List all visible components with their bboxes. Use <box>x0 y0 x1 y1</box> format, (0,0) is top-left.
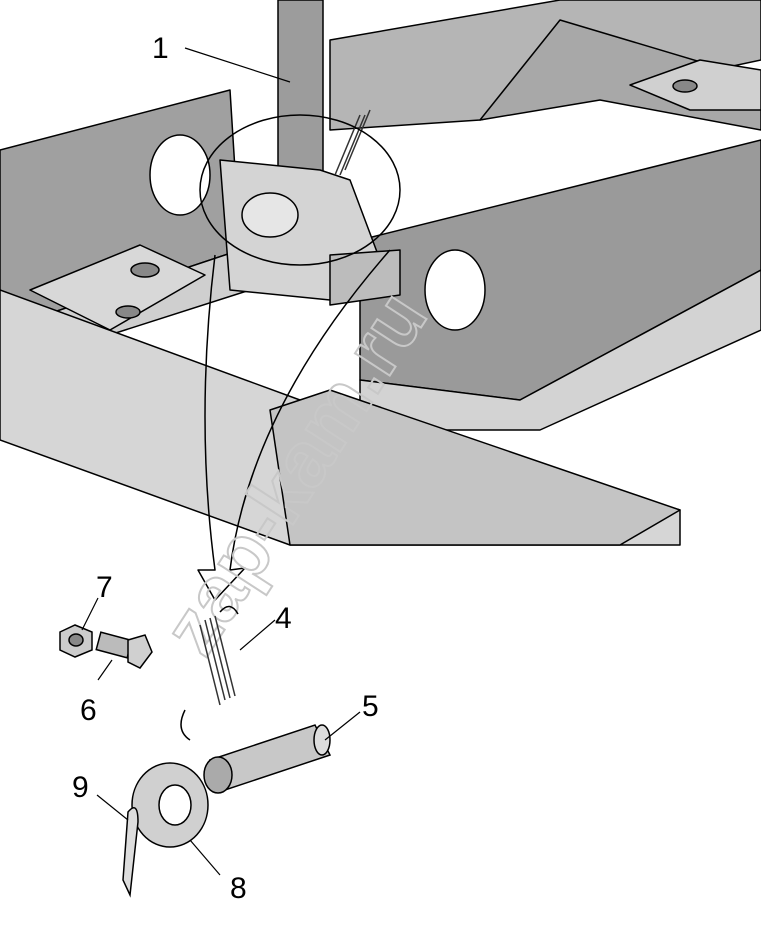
part-washer <box>131 762 209 848</box>
part-spring <box>180 605 239 741</box>
callout-1: 1 <box>152 32 169 65</box>
frame-assembly <box>0 0 761 601</box>
callout-8: 8 <box>230 872 247 905</box>
callout-4: 4 <box>275 602 292 635</box>
part-nut <box>59 624 93 658</box>
callout-7: 7 <box>96 571 113 604</box>
callout-5: 5 <box>362 690 379 723</box>
callout-9: 9 <box>72 771 89 804</box>
part-bolt <box>95 631 153 669</box>
callout-6: 6 <box>80 694 97 727</box>
leader-lines <box>81 47 361 876</box>
part-pin <box>203 724 332 794</box>
part-cotter-pin <box>122 807 139 898</box>
